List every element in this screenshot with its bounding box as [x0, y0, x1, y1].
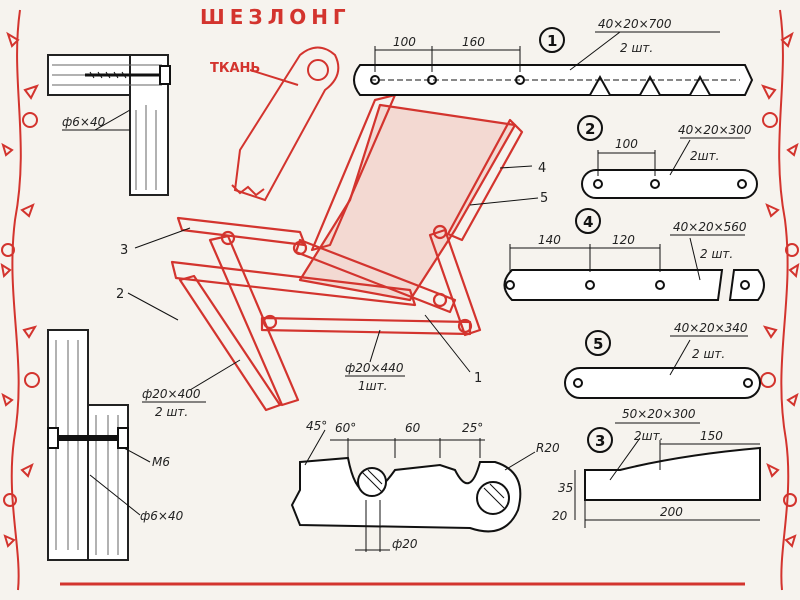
part-1-drawing — [353, 27, 754, 96]
rod-a-size: ф20×440 — [345, 361, 404, 375]
notch-angle: 45° — [306, 419, 327, 433]
part-3-dim-bottom: 200 — [660, 505, 683, 519]
part-4-dim-b: 120 — [612, 233, 635, 247]
screw-joint-detail — [47, 54, 171, 196]
part-4-size: 40×20×560 — [673, 220, 747, 234]
notch-dia: ф20 — [392, 537, 418, 551]
part-3-dim-w: 20 — [552, 509, 568, 523]
bolt-thread-label: M6 — [152, 455, 170, 469]
part-3-num: 3 — [595, 432, 605, 450]
part-5-drawing — [564, 330, 761, 399]
fabric-attachment-sketch — [231, 46, 340, 202]
callout-1: 1 — [474, 371, 482, 386]
fabric-label: ТКАНЬ — [210, 61, 260, 76]
page-title: ШЕЗЛОНГ — [200, 5, 351, 29]
notch-radius: R20 — [536, 441, 560, 455]
notch-d3: 25° — [462, 421, 483, 435]
left-ivy-border — [0, 9, 40, 591]
part-3-dim-h: 35 — [558, 481, 573, 495]
part-4-qty: 2 шт. — [700, 247, 733, 261]
part-2-num: 2 — [585, 120, 595, 138]
screw-size-label: ф6×40 — [62, 115, 106, 129]
chair-leader-lines — [127, 165, 539, 391]
part-5-num: 5 — [593, 335, 603, 353]
part-3-qty: 2шт. — [634, 429, 663, 443]
part-2-qty: 2шт. — [690, 149, 719, 163]
callout-4: 4 — [538, 161, 546, 176]
callout-3: 3 — [120, 243, 128, 258]
part-2-drawing — [577, 115, 758, 199]
part-2-dim-a: 100 — [615, 137, 638, 151]
part-1-dim-b: 160 — [462, 35, 485, 49]
chair-assembly-drawing — [170, 93, 524, 412]
part-4-dim-a: 140 — [538, 233, 561, 247]
part-4-drawing — [503, 208, 765, 301]
bolt-size-label: ф6×40 — [140, 509, 184, 523]
part-1-size: 40×20×700 — [598, 17, 672, 31]
notch-d2: 60 — [405, 421, 421, 435]
rod-a-qty: 1шт. — [358, 379, 387, 393]
part-3-dim-top: 150 — [700, 429, 723, 443]
part-3-drawing — [574, 422, 761, 528]
notch-d1: 60° — [335, 421, 356, 435]
rod-b-size: ф20×400 — [142, 387, 201, 401]
part-2-size: 40×20×300 — [678, 123, 752, 137]
notch-detail-drawing — [290, 429, 536, 552]
callout-5: 5 — [540, 191, 548, 206]
bolt-joint-detail — [47, 329, 151, 561]
rod-b-qty: 2 шт. — [155, 405, 188, 419]
part-1-dim-a: 100 — [393, 35, 416, 49]
part-5-size: 40×20×340 — [674, 321, 748, 335]
part-1-num: 1 — [547, 32, 557, 50]
part-5-qty: 2 шт. — [692, 347, 725, 361]
part-3-size: 50×20×300 — [622, 407, 696, 421]
part-4-num: 4 — [583, 213, 593, 231]
part-1-qty: 2 шт. — [620, 41, 653, 55]
right-ivy-border — [760, 9, 800, 591]
callout-2: 2 — [116, 287, 124, 302]
